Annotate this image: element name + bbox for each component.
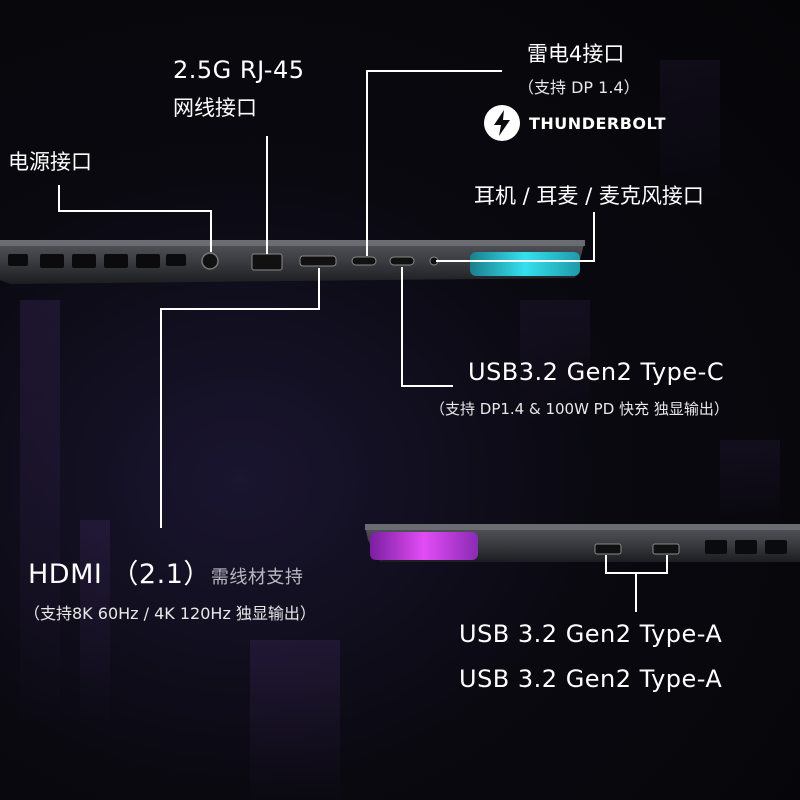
usbc-title: USB3.2 Gen2 Type-C xyxy=(468,358,725,386)
leader-line-usba xyxy=(635,572,637,612)
rj45-label-line1: 2.5G RJ-45 xyxy=(173,56,305,84)
leader-line-hdmi xyxy=(160,308,320,310)
leader-line-usbc xyxy=(401,267,403,387)
usba-port-2-icon xyxy=(652,543,680,555)
usbc-note: （支持 DP1.4 & 100W PD 快充 独显输出） xyxy=(430,400,729,418)
usba-port-1-icon xyxy=(594,543,622,555)
leader-line-usbc xyxy=(401,385,453,387)
thunderbolt-logo-text: THUNDERBOLT xyxy=(529,113,666,133)
leader-line-hdmi xyxy=(160,308,162,528)
thunderbolt-note: （支持 DP 1.4） xyxy=(518,78,640,97)
thunderbolt-logo: THUNDERBOLT xyxy=(483,104,666,142)
leader-line-audio xyxy=(436,260,595,262)
leader-line-power xyxy=(210,210,212,252)
magenta-light-bar xyxy=(370,532,478,560)
hdmi-title-suffix: 需线材支持 xyxy=(210,567,304,588)
leader-line-power xyxy=(58,210,212,212)
leader-line-usba xyxy=(666,555,668,573)
thunderbolt-bolt-icon xyxy=(484,105,520,141)
leader-line-hdmi xyxy=(318,268,320,310)
leader-line-rj45 xyxy=(266,136,268,254)
hdmi-title-main: HDMI （2.1） xyxy=(28,559,211,590)
hdmi-note: （支持8K 60Hz / 4K 120Hz 独显输出） xyxy=(24,604,316,623)
power-label: 电源接口 xyxy=(8,150,92,174)
leader-line-audio xyxy=(593,212,595,262)
leader-line-thunderbolt xyxy=(366,70,368,256)
leader-line-usba xyxy=(605,555,607,573)
hdmi-port-icon xyxy=(299,255,337,267)
usbc-port-icon xyxy=(389,256,415,266)
rj45-label-line2: 网线接口 xyxy=(173,96,257,120)
power-port-icon xyxy=(201,252,219,270)
usba-label-line2: USB 3.2 Gen2 Type-A xyxy=(459,665,723,693)
leader-line-thunderbolt xyxy=(366,70,502,72)
audio-label: 耳机 / 耳麦 / 麦克风接口 xyxy=(474,184,704,208)
hdmi-title: HDMI （2.1）需线材支持 xyxy=(28,552,303,591)
thunderbolt-title: 雷电4接口 xyxy=(527,42,625,66)
thunderbolt-port-icon xyxy=(351,256,377,266)
cyan-light-bar xyxy=(470,252,580,276)
rj45-port-icon xyxy=(251,253,283,271)
leader-line-power xyxy=(58,185,60,212)
usba-label-line1: USB 3.2 Gen2 Type-A xyxy=(459,620,723,648)
